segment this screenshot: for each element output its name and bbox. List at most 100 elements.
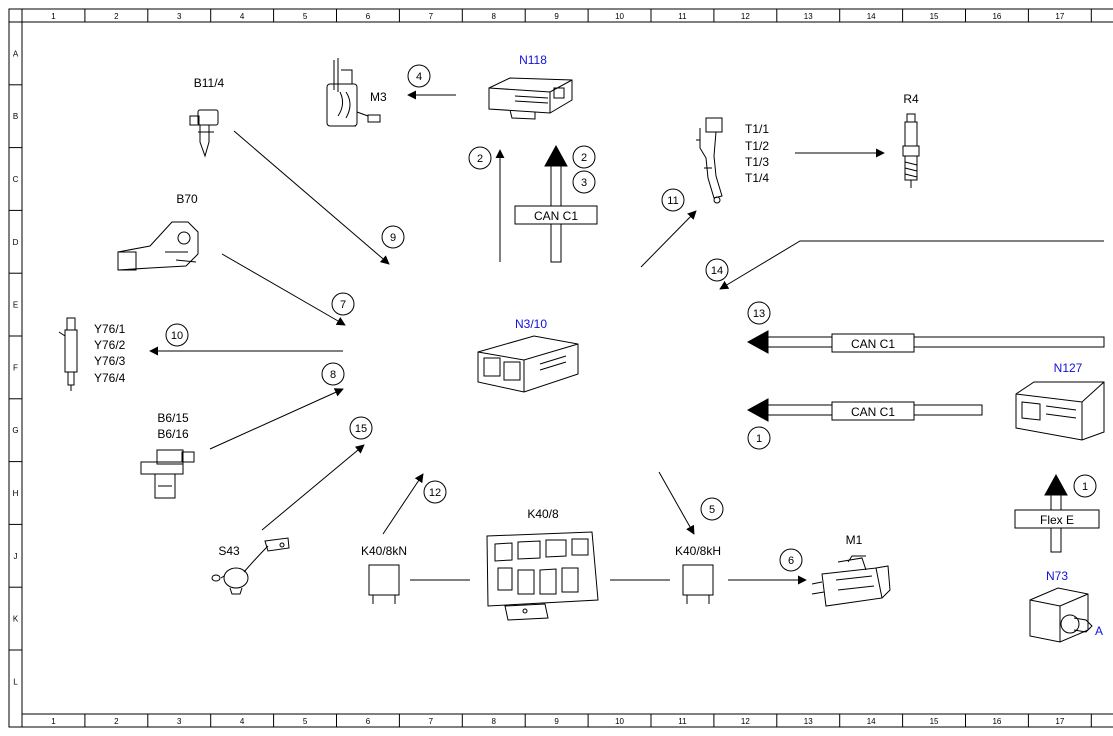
grid-label: 11 [678, 717, 687, 726]
grid-label: 8 [492, 717, 497, 726]
callout-7: 7 [331, 292, 355, 316]
m3-fuel-pump: M3 [326, 58, 387, 127]
svg-text:14: 14 [711, 265, 723, 277]
callout-6: 6 [779, 548, 803, 572]
grid-label: 9 [554, 12, 559, 21]
callout-4: 4 [407, 64, 431, 88]
b11-4-sensor-icon [189, 109, 219, 158]
grid-label: 11 [678, 12, 687, 21]
callout-1-right: 1 [1073, 474, 1097, 498]
n73-suffix-label: A [1095, 624, 1103, 638]
svg-text:7: 7 [340, 299, 346, 311]
grid-label: 10 [615, 717, 624, 726]
svg-text:8: 8 [330, 369, 336, 381]
callout-12: 12 [423, 480, 447, 504]
grid-label: 7 [429, 717, 434, 726]
grid-label: J [14, 552, 18, 561]
grid-ticks [9, 9, 1092, 727]
arrow-k40-8kn-to-n310 [382, 473, 424, 535]
t1-label-2: T1/2 [745, 139, 769, 153]
y76-label-3: Y76/3 [94, 354, 126, 368]
n73-ignition-switch: N73 A [1029, 569, 1103, 643]
callout-10: 10 [165, 323, 189, 347]
n118-label: N118 [519, 53, 547, 67]
k40-8kn-relay-icon [368, 564, 400, 604]
s43-oil-level-switch: S43 [211, 537, 290, 595]
svg-text:10: 10 [171, 330, 183, 342]
grid-label: 4 [240, 12, 245, 21]
grid-label: 12 [741, 12, 750, 21]
grid-label: E [13, 301, 18, 310]
svg-text:1: 1 [756, 433, 762, 445]
grid-label: C [13, 175, 19, 184]
grid-label: 3 [177, 717, 182, 726]
t1-label-1: T1/1 [745, 122, 769, 136]
grid-label: 14 [867, 717, 876, 726]
svg-text:6: 6 [788, 555, 794, 567]
grid-label: 8 [492, 12, 497, 21]
callout-13: 13 [747, 301, 771, 325]
grid-label: 2 [114, 717, 119, 726]
svg-text:1: 1 [1082, 481, 1088, 493]
grid-label: 13 [804, 717, 813, 726]
grid-label: 5 [303, 717, 308, 726]
arrow-n310-to-t1 [640, 210, 697, 268]
n3-10-label: N3/10 [515, 317, 547, 331]
n127-label: N127 [1054, 361, 1083, 375]
svg-text:15: 15 [355, 423, 367, 435]
grid-label: 2 [114, 12, 119, 21]
b70-crankshaft-sensor: B70 [117, 192, 199, 271]
can-label-box-top [514, 205, 598, 225]
b6-camshaft-sensors: B6/15 B6/16 [140, 411, 195, 499]
callout-11: 11 [661, 188, 685, 212]
n127-module-icon [1015, 381, 1105, 441]
can-bus-arrow-right-1: CAN C1 [746, 330, 1105, 354]
flex-e-bus-arrow: Flex E [1014, 473, 1100, 553]
k40-8-relay-module: K40/8 K40/8kN K40/8kH [361, 507, 721, 621]
svg-text:11: 11 [667, 195, 678, 207]
grid-label: 15 [930, 12, 939, 21]
grid-label: 3 [177, 12, 182, 21]
t1-label-3: T1/3 [745, 155, 769, 169]
callout-8: 8 [321, 362, 345, 386]
k40-8kn-label: K40/8kN [361, 544, 407, 558]
grid-label: 10 [615, 12, 624, 21]
b6-15-label: B6/15 [157, 411, 189, 425]
arrow-b11-4-to-n310 [233, 130, 390, 265]
grid-label: 4 [240, 717, 245, 726]
grid-label: D [13, 238, 19, 247]
r4-spark-plug-icon [902, 113, 920, 188]
callout-9: 9 [381, 225, 405, 249]
grid-label: 1 [51, 717, 56, 726]
arrow-s43-to-n310 [261, 444, 365, 531]
y76-fuel-injectors: Y76/1 Y76/2 Y76/3 Y76/4 [58, 317, 126, 391]
can-label-box-right-2 [831, 401, 915, 421]
arrow-b6-to-n310 [209, 388, 344, 450]
y76-injector-icon [58, 317, 78, 391]
callout-3: 3 [572, 170, 596, 194]
callout-14: 14 [705, 258, 729, 282]
grid-label: 16 [992, 12, 1001, 21]
can-bus-arrow-top: CAN C1 [514, 144, 598, 263]
grid-label: 16 [992, 717, 1001, 726]
svg-text:5: 5 [709, 504, 715, 516]
flex-e-label: Flex E [1040, 513, 1074, 527]
n3-10-ecu-icon [477, 335, 579, 393]
grid-label: G [12, 426, 18, 435]
bus-arrows: CAN C1 CAN C1 CAN C1 Flex E [514, 144, 1105, 553]
b6-16-label: B6/16 [157, 427, 189, 441]
m1-starter-icon [811, 555, 891, 607]
grid-labels: 1122334455667788991010111112121313141415… [12, 12, 1064, 726]
callout-5: 5 [700, 497, 724, 521]
y76-label-2: Y76/2 [94, 338, 126, 352]
k40-8kh-label: K40/8kH [675, 544, 721, 558]
flex-e-label-box [1014, 509, 1100, 529]
r4-spark-plugs: R4 [902, 92, 920, 188]
can-bus-arrow-right-2: CAN C1 [746, 398, 983, 422]
s43-switch-icon [211, 537, 290, 595]
n127-powertrain-module: N127 [1015, 361, 1105, 441]
n118-module-icon [488, 77, 573, 120]
n3-10-engine-control-unit: N3/10 [477, 317, 579, 393]
grid-label: 1 [51, 12, 56, 21]
